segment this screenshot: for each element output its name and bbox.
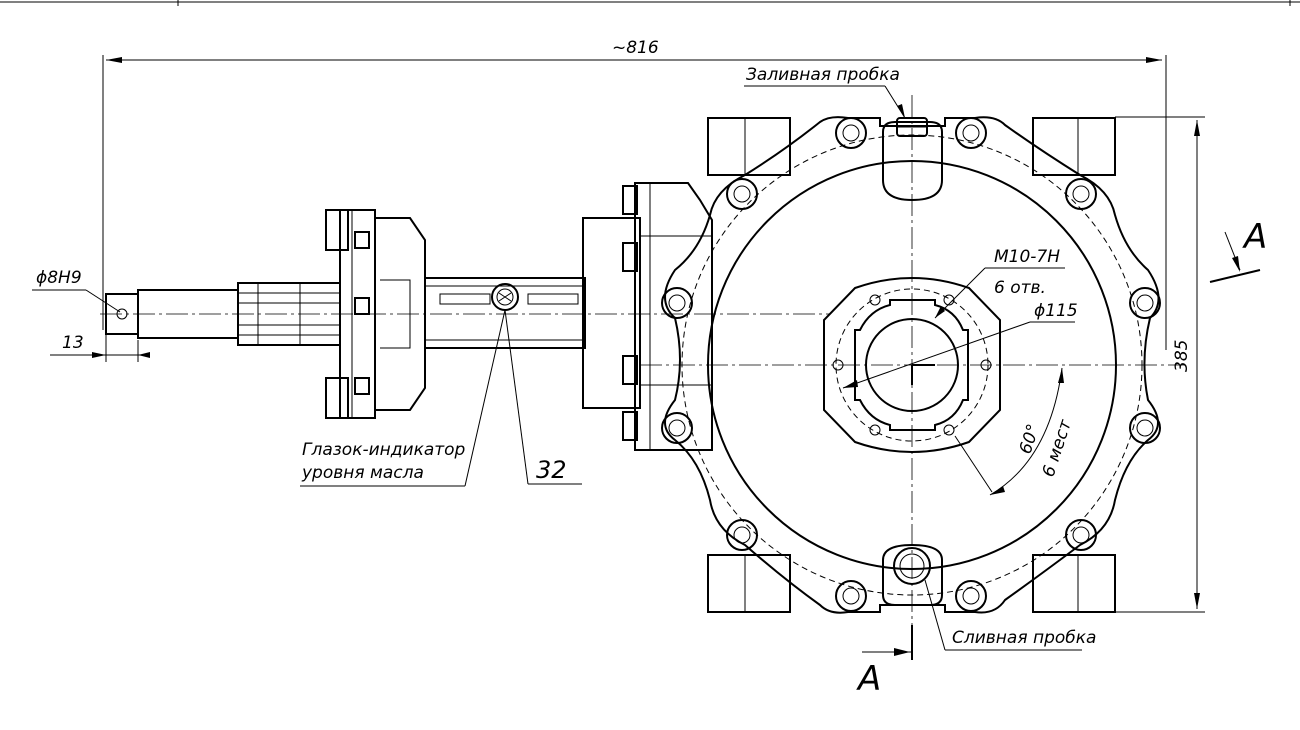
shaft-fit-label: ϕ8H9 bbox=[36, 268, 82, 288]
holes-label: 6 отв. bbox=[994, 278, 1046, 298]
side-housing bbox=[582, 182, 713, 451]
housing-mount-feet bbox=[707, 117, 1116, 613]
section-marker-bottom: A bbox=[856, 625, 913, 699]
bolt-1 bbox=[835, 117, 867, 149]
shaft-offset-label: 13 bbox=[62, 333, 84, 353]
bolt-10 bbox=[1065, 519, 1097, 551]
bolt-6 bbox=[1129, 287, 1161, 319]
thread-label: M10-7H bbox=[994, 247, 1060, 267]
overall-length-dimension: ~816 bbox=[102, 38, 1167, 350]
bolt-4 bbox=[1065, 178, 1097, 210]
thread-callout: M10-7H 6 отв. bbox=[934, 247, 1065, 319]
key-size-label: 32 bbox=[536, 456, 567, 484]
fill-plug-label: Заливная пробка bbox=[746, 65, 900, 85]
drain-plug-label: Сливная пробка bbox=[952, 628, 1096, 648]
sight-glass-callout: Глазок-индикатор уровня масла bbox=[300, 309, 506, 487]
angle-label: 60° bbox=[1016, 422, 1044, 457]
bolt-5 bbox=[661, 287, 693, 319]
height-dimension: 385 bbox=[1115, 116, 1205, 613]
height-label: 385 bbox=[1172, 340, 1192, 372]
places-label: 6 мест bbox=[1039, 416, 1077, 479]
shaft-offset-dimension: 13 bbox=[50, 320, 150, 362]
fill-plug bbox=[882, 117, 943, 202]
angle-dimension: 60° 6 мест bbox=[954, 367, 1077, 496]
bolt-12 bbox=[955, 580, 987, 612]
section-label-bottom: A bbox=[856, 659, 881, 699]
overall-length-label: ~816 bbox=[612, 38, 659, 58]
bolt-3 bbox=[726, 178, 758, 210]
sight-glass-label-line2: уровня масла bbox=[301, 463, 424, 483]
fill-plug-callout: Заливная пробка bbox=[744, 65, 906, 119]
section-label-top: A bbox=[1242, 217, 1267, 257]
center-axes bbox=[100, 95, 1185, 640]
bolt-2 bbox=[955, 117, 987, 149]
sight-glass-label-line1: Глазок-индикатор bbox=[302, 440, 466, 460]
oil-level-sight-glass bbox=[491, 283, 519, 311]
input-shaft bbox=[105, 282, 341, 346]
drain-plug-callout: Сливная пробка bbox=[924, 579, 1096, 651]
bolt-circle-label: ϕ115 bbox=[1034, 301, 1078, 321]
bolt-11 bbox=[835, 580, 867, 612]
bolt-7 bbox=[661, 412, 693, 444]
section-marker-top: A bbox=[1209, 217, 1267, 283]
perimeter-bolts bbox=[661, 117, 1161, 612]
bolt-9 bbox=[726, 519, 758, 551]
shaft-fit-callout: ϕ8H9 bbox=[32, 268, 121, 313]
bolt-8 bbox=[1129, 412, 1161, 444]
bolt-circle-callout: ϕ115 bbox=[842, 301, 1078, 389]
key-size-callout: 32 bbox=[504, 309, 582, 485]
input-flange bbox=[325, 209, 426, 419]
drain-plug bbox=[882, 543, 943, 606]
